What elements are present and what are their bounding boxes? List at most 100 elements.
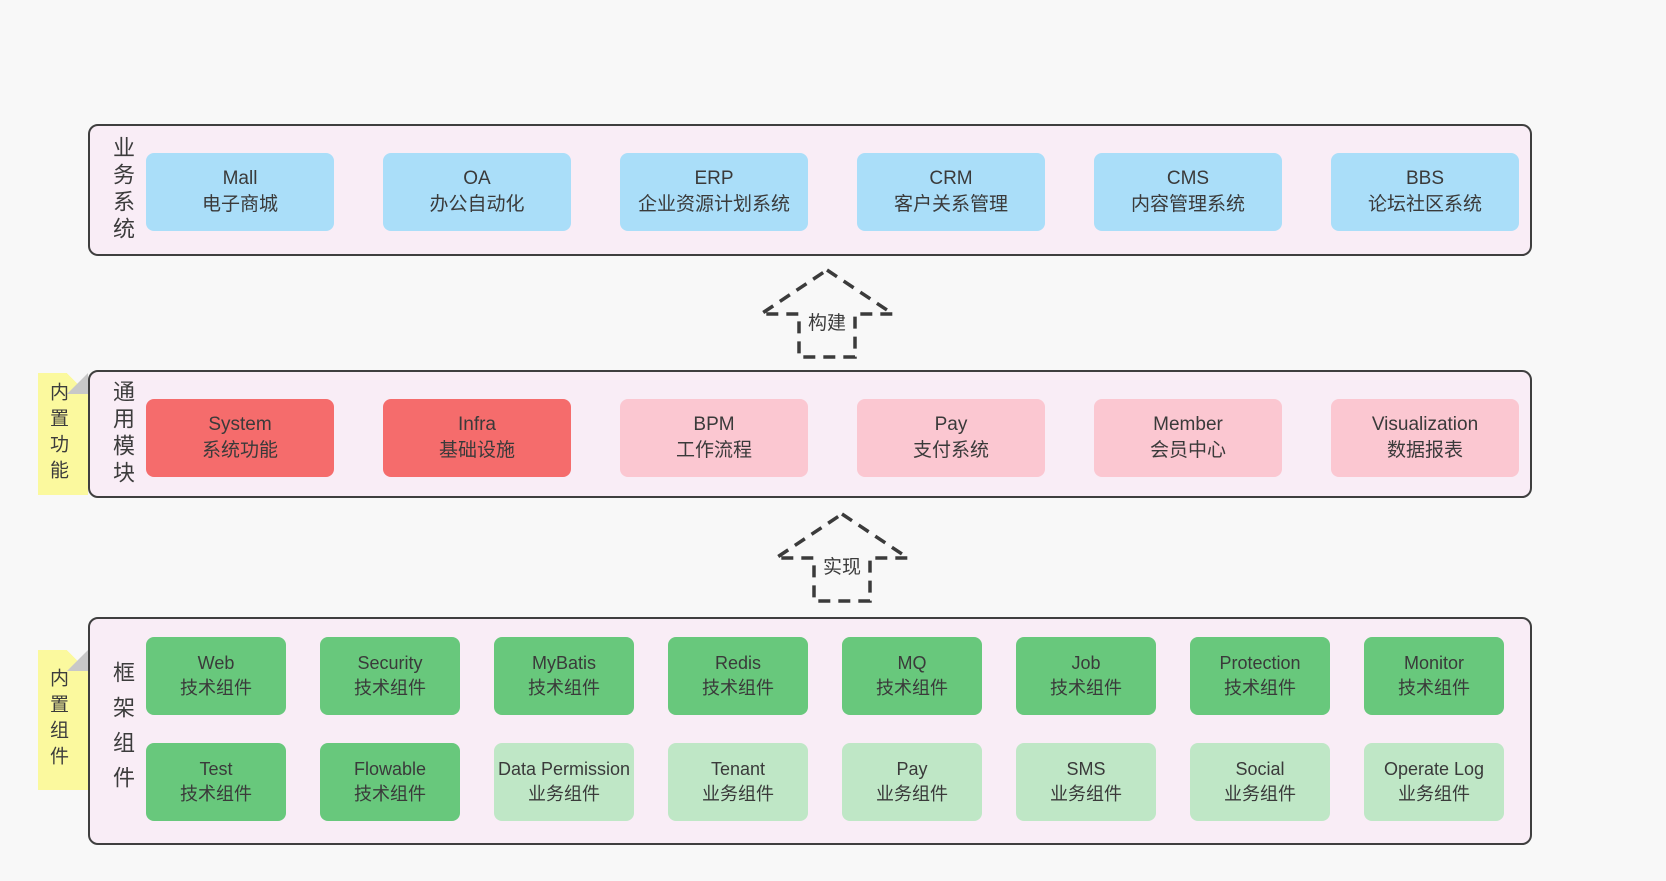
box-desc: 支付系统 [912, 440, 989, 461]
component-box-monitor: Monitor 技术组件 [1364, 637, 1504, 715]
business-box-oa: OA 办公自动化 [383, 153, 571, 231]
box-name: OA [463, 168, 491, 189]
business-box-cms: CMS 内容管理系统 [1094, 153, 1282, 231]
business-box-crm: CRM 客户关系管理 [857, 153, 1045, 231]
box-desc: 基础设施 [438, 440, 515, 461]
arrow-up-icon [757, 267, 897, 359]
box-name: CMS [1166, 168, 1210, 189]
box-name: Infra [457, 414, 497, 435]
box-name: Monitor [1403, 653, 1465, 673]
box-name: System [208, 414, 272, 435]
box-desc: 技术组件 [180, 784, 252, 804]
sticky-note-text: 内置组件 [47, 668, 68, 772]
box-name: Protection [1219, 653, 1301, 673]
box-name: Test [199, 759, 233, 779]
box-desc: 业务组件 [702, 784, 774, 804]
common-modules-row: System 系统功能 Infra 基础设施 BPM 工作流程 Pay 支付系统… [146, 399, 1519, 477]
business-box-bbs: BBS 论坛社区系统 [1331, 153, 1519, 231]
box-desc: 客户关系管理 [893, 194, 1008, 215]
sticky-note-text: 内置功能 [47, 382, 68, 486]
component-box-redis: Redis 技术组件 [668, 637, 808, 715]
box-desc: 业务组件 [1050, 784, 1122, 804]
box-name: CRM [929, 168, 973, 189]
box-desc: 技术组件 [354, 784, 426, 804]
component-box-operate-log: Operate Log 业务组件 [1364, 743, 1504, 821]
band-common-modules: 通用模块 System 系统功能 Infra 基础设施 BPM 工作流程 Pay… [88, 370, 1532, 498]
component-box-test: Test 技术组件 [146, 743, 286, 821]
component-box-web: Web 技术组件 [146, 637, 286, 715]
box-desc: 技术组件 [180, 678, 252, 698]
component-box-mq: MQ 技术组件 [842, 637, 982, 715]
box-desc: 数据报表 [1386, 440, 1463, 461]
band-label-common-modules: 通用模块 [110, 380, 135, 488]
framework-components-row-2: Test 技术组件 Flowable 技术组件 Data Permission … [146, 743, 1504, 821]
box-name: Job [1071, 653, 1101, 673]
band-label-business-systems: 业务系统 [110, 136, 135, 244]
box-desc: 技术组件 [354, 678, 426, 698]
band-framework-components: 框架组件 Web 技术组件 Security 技术组件 MyBatis 技术组件… [88, 617, 1532, 845]
box-desc: 技术组件 [876, 678, 948, 698]
component-box-tenant: Tenant 业务组件 [668, 743, 808, 821]
box-name: Web [197, 653, 235, 673]
arrow-up-icon [772, 511, 912, 603]
sticky-note-built-in-features: 内置功能 [38, 373, 88, 495]
box-desc: 技术组件 [1224, 678, 1296, 698]
box-desc: 工作流程 [675, 440, 752, 461]
box-name: Security [357, 653, 423, 673]
arrow-build: 构建 [757, 266, 897, 361]
arrow-implement: 实现 [772, 510, 912, 605]
folded-corner-icon [67, 650, 88, 671]
box-desc: 业务组件 [876, 784, 948, 804]
box-desc: 内容管理系统 [1130, 194, 1245, 215]
sticky-note-built-in-components: 内置组件 [38, 650, 88, 790]
framework-components-row-1: Web 技术组件 Security 技术组件 MyBatis 技术组件 Redi… [146, 637, 1504, 715]
module-box-bpm: BPM 工作流程 [620, 399, 808, 477]
business-box-erp: ERP 企业资源计划系统 [620, 153, 808, 231]
module-box-visualization: Visualization 数据报表 [1331, 399, 1519, 477]
box-desc: 业务组件 [1398, 784, 1470, 804]
box-name: Member [1153, 414, 1223, 435]
box-name: Mall [222, 168, 258, 189]
box-name: BBS [1405, 168, 1445, 189]
box-name: SMS [1066, 759, 1106, 779]
box-name: Redis [714, 653, 762, 673]
arrow-implement-label: 实现 [819, 552, 865, 579]
box-desc: 论坛社区系统 [1367, 194, 1482, 215]
box-desc: 业务组件 [1224, 784, 1296, 804]
box-name: Operate Log [1383, 759, 1485, 779]
component-box-flowable: Flowable 技术组件 [320, 743, 460, 821]
box-desc: 企业资源计划系统 [637, 194, 790, 215]
box-name: Social [1235, 759, 1285, 779]
business-systems-row: Mall 电子商城 OA 办公自动化 ERP 企业资源计划系统 CRM 客户关系… [146, 153, 1519, 231]
component-box-pay: Pay 业务组件 [842, 743, 982, 821]
module-box-pay: Pay 支付系统 [857, 399, 1045, 477]
component-box-data-permission: Data Permission 业务组件 [494, 743, 634, 821]
box-desc: 会员中心 [1149, 440, 1226, 461]
box-desc: 技术组件 [528, 678, 600, 698]
box-desc: 电子商城 [201, 194, 278, 215]
module-box-member: Member 会员中心 [1094, 399, 1282, 477]
module-box-system: System 系统功能 [146, 399, 334, 477]
box-desc: 系统功能 [201, 440, 278, 461]
component-box-job: Job 技术组件 [1016, 637, 1156, 715]
box-name: MyBatis [531, 653, 596, 673]
arrow-build-label: 构建 [804, 308, 850, 335]
box-desc: 技术组件 [1398, 678, 1470, 698]
band-business-systems: 业务系统 Mall 电子商城 OA 办公自动化 ERP 企业资源计划系统 CRM… [88, 124, 1532, 256]
box-name: MQ [897, 653, 927, 673]
component-box-social: Social 业务组件 [1190, 743, 1330, 821]
module-box-infra: Infra 基础设施 [383, 399, 571, 477]
component-box-mybatis: MyBatis 技术组件 [494, 637, 634, 715]
box-name: ERP [694, 168, 734, 189]
box-name: Pay [934, 414, 968, 435]
box-name: Data Permission [497, 759, 631, 779]
component-box-sms: SMS 业务组件 [1016, 743, 1156, 821]
box-desc: 业务组件 [528, 784, 600, 804]
box-name: Pay [896, 759, 928, 779]
business-box-mall: Mall 电子商城 [146, 153, 334, 231]
component-box-security: Security 技术组件 [320, 637, 460, 715]
box-name: BPM [693, 414, 735, 435]
box-desc: 办公自动化 [429, 194, 525, 215]
band-label-framework-components: 框架组件 [110, 661, 135, 801]
box-name: Visualization [1371, 414, 1479, 435]
